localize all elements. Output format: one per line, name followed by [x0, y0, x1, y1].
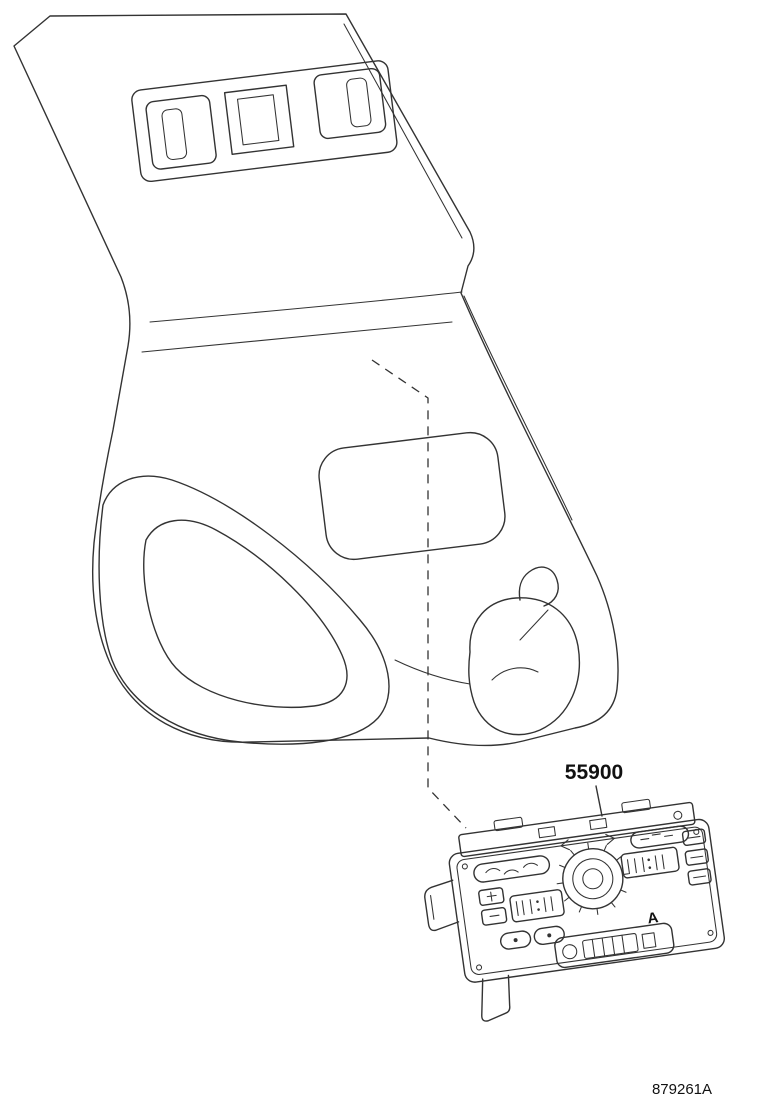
- plus-icon: [486, 891, 497, 902]
- bracket-left-inner: [430, 894, 435, 920]
- strip-small-key: [641, 932, 657, 949]
- backplate-notch-1: [537, 826, 556, 839]
- upper-bezel-group: [131, 60, 398, 183]
- temp-display-left-colon-bottom: [537, 908, 540, 911]
- temp-up-button[interactable]: [478, 887, 505, 906]
- mode-arrow-left-icon: [560, 839, 571, 851]
- strip-vent-grid-lines: [591, 934, 625, 958]
- control-knob-center: [582, 868, 604, 890]
- strip-indicator-lamp: [562, 944, 578, 960]
- shift-boot-fold: [491, 667, 539, 681]
- vent-slot-right: [346, 77, 372, 128]
- auto-button[interactable]: [499, 930, 532, 950]
- part-number-label[interactable]: 55900: [565, 761, 623, 784]
- part-number-leader: [595, 785, 603, 817]
- bottom-strip: [554, 922, 675, 969]
- side-panel: [98, 475, 390, 745]
- ac-icon: [690, 855, 704, 859]
- strip-vent-grid: [582, 933, 639, 959]
- shift-knob: [518, 566, 559, 607]
- console-illustration: [13, 13, 619, 747]
- defrost-button[interactable]: [630, 825, 690, 849]
- mode-arrow-right-icon: [605, 833, 615, 845]
- recirculation-button[interactable]: [681, 828, 707, 847]
- side-panel-opening: [143, 519, 348, 709]
- backplate-tab-right: [621, 798, 651, 814]
- control-knob-ticks: [556, 842, 629, 915]
- switch-opening-center: [223, 84, 295, 155]
- control-knob-outer[interactable]: [559, 845, 627, 913]
- fan-icon: [485, 862, 538, 875]
- console-inner-right-edge: [343, 23, 463, 239]
- climate-control-panel: A: [424, 798, 726, 1022]
- bracket-left: [424, 879, 460, 932]
- temp-display-left-digits: [515, 896, 554, 917]
- storage-tray: [318, 431, 506, 561]
- temp-down-button[interactable]: [480, 906, 508, 926]
- temp-display-right: [620, 846, 680, 879]
- rear-defrost-icon: [693, 875, 707, 879]
- side-panel-connector-line: [394, 659, 471, 685]
- ac-button[interactable]: [684, 848, 709, 866]
- temp-display-right-colon-top: [647, 858, 651, 862]
- control-knob-ring: [572, 858, 614, 900]
- backplate-notch-2: [589, 817, 608, 831]
- off-button-dot: [547, 933, 552, 938]
- vent-opening-left: [145, 94, 217, 170]
- shift-lever-line: [519, 609, 549, 641]
- panel-face: [448, 818, 726, 983]
- diagram-code: 879261A: [652, 1081, 712, 1098]
- panel-face-inner-border: [456, 826, 718, 975]
- temp-display-left-colon-top: [536, 900, 539, 903]
- rear-defrost-button[interactable]: [687, 868, 712, 886]
- auto-button-dot: [513, 938, 518, 943]
- recirculation-icon: [687, 835, 701, 839]
- backplate-tab-left: [493, 816, 524, 832]
- defrost-icon: [640, 833, 674, 841]
- console-side-inner-line: [463, 295, 573, 521]
- vent-slot-left: [161, 108, 188, 161]
- upper-bezel: [131, 60, 398, 183]
- leader-dashed-line: [371, 359, 467, 829]
- face-screw-bottom-left: [476, 964, 483, 971]
- console-crease-upper: [149, 291, 463, 323]
- face-screw-bottom-right: [707, 929, 714, 936]
- off-button[interactable]: [533, 925, 565, 946]
- face-screw-top-left: [461, 863, 468, 870]
- minus-icon: [489, 914, 500, 917]
- temp-display-right-colon-bottom: [648, 866, 652, 870]
- temp-display-right-digits: [626, 854, 665, 875]
- backplate-screw-hole: [673, 810, 683, 820]
- fan-button[interactable]: [473, 855, 551, 883]
- storage-tray-group: [318, 431, 506, 561]
- shift-boot: [468, 597, 581, 736]
- panel-marker-label: A: [646, 909, 659, 927]
- temp-display-left: [509, 889, 565, 923]
- panel-backplate: [458, 801, 696, 858]
- bracket-bottom: [481, 974, 511, 1022]
- console-crease-lower: [141, 321, 453, 353]
- console-outline: [13, 13, 619, 747]
- vent-opening-right: [313, 67, 387, 140]
- switch-inner-center: [236, 94, 280, 146]
